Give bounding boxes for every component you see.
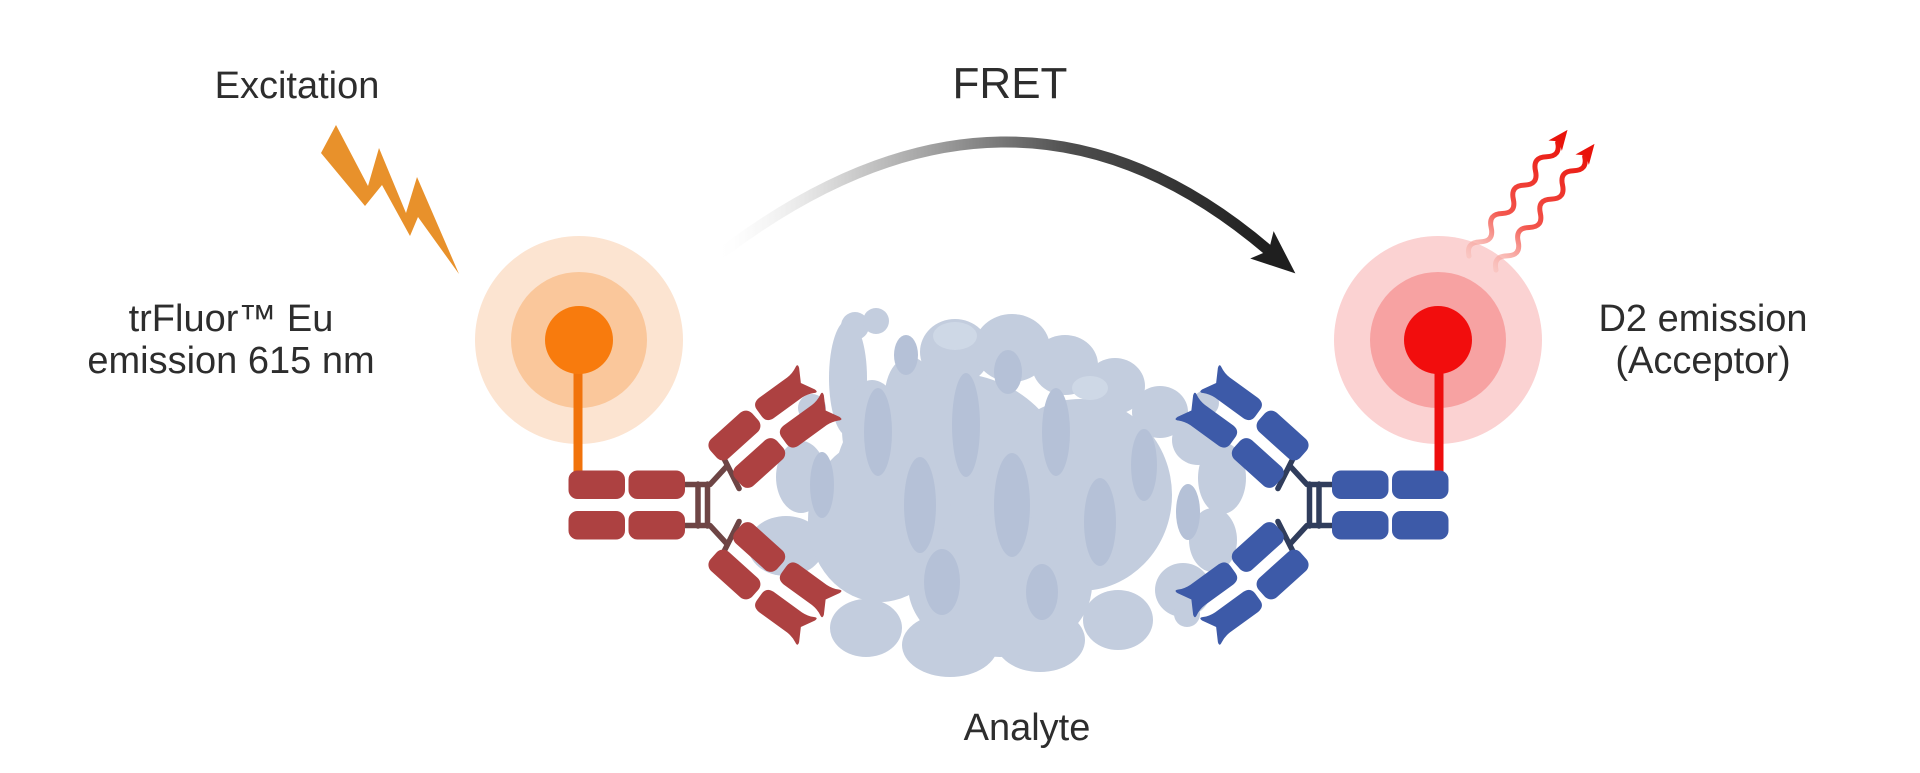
- analyte-blob-highlights: [933, 322, 1108, 400]
- donor-label-line1: trFluor™ Eu: [129, 298, 334, 340]
- analyte-label: Analyte: [964, 707, 1091, 749]
- emission-wave-icon: [1492, 143, 1595, 273]
- excitation-label: Excitation: [215, 65, 380, 107]
- donor-label-line2: emission 615 nm: [87, 340, 374, 382]
- donor-fluorophore-and-antibody: [475, 236, 844, 650]
- acceptor-emission-wavy-arrows: [1465, 129, 1595, 273]
- acceptor-fluorophore-and-antibody: [1173, 236, 1542, 650]
- acceptor-label-line2: (Acceptor): [1615, 340, 1790, 382]
- acceptor-label-line1: D2 emission: [1598, 298, 1807, 340]
- fret-arc: [709, 136, 1274, 264]
- emission-wave-icon: [1465, 129, 1568, 259]
- fret-arrowhead-icon: [1250, 231, 1296, 274]
- excitation-lightning-bolt-icon: [321, 125, 459, 274]
- fret-energy-transfer-arrow: [709, 136, 1296, 274]
- fret-label: FRET: [953, 59, 1068, 108]
- analyte-blob-inner-shadows: [810, 335, 1200, 620]
